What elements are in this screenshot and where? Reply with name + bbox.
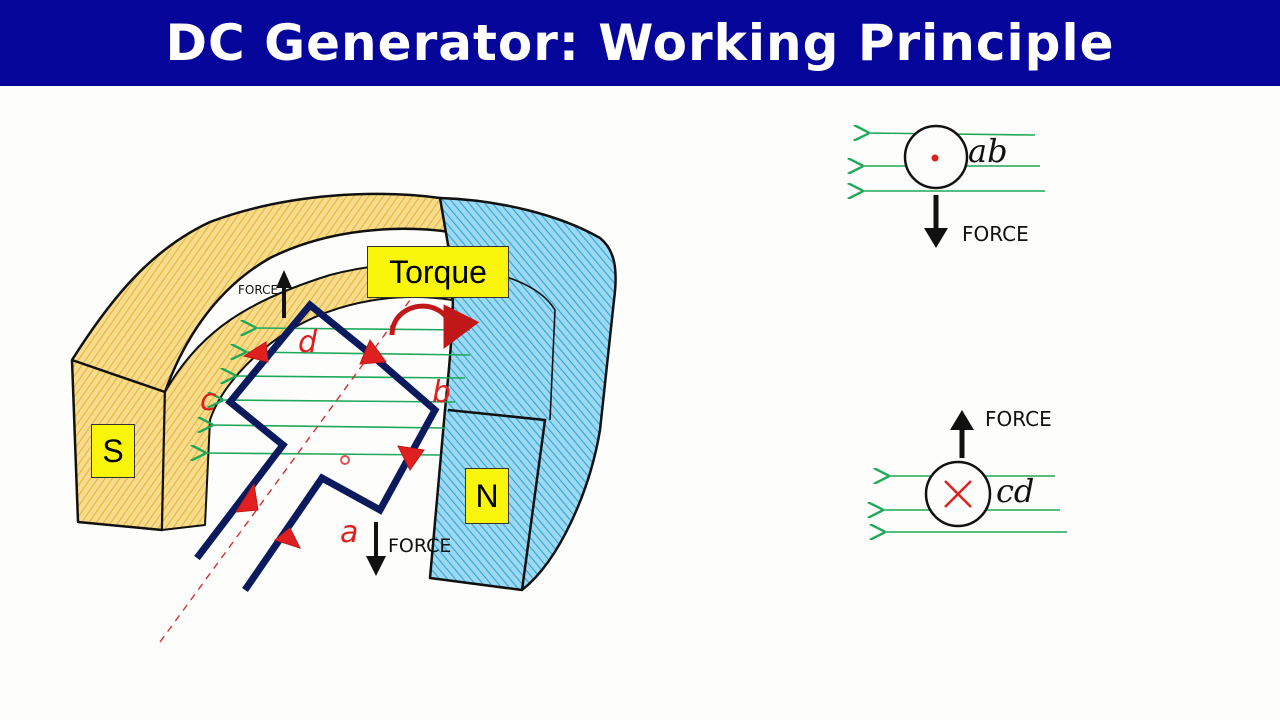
conductor-cd-view — [882, 410, 1067, 532]
conductor-label-ab: ab — [968, 132, 1008, 170]
force-arrow-down-icon — [924, 228, 948, 248]
current-arrow-icon — [359, 338, 387, 365]
force-label-up: FORCE — [238, 283, 278, 297]
field-lines — [205, 328, 471, 455]
force-arrow-up-icon — [950, 410, 974, 430]
title-bar: DC Generator: Working Principle — [0, 0, 1280, 86]
force-arrow-up-icon — [276, 270, 292, 318]
force-label-cd: FORCE — [985, 407, 1052, 431]
current-arrow-icon — [273, 527, 301, 549]
north-pole-label-text: N — [475, 477, 499, 514]
current-arrow-icon — [397, 445, 425, 471]
south-pole-label-text: S — [102, 432, 124, 469]
torque-label-text: Torque — [389, 253, 487, 290]
axis-center-dot — [340, 455, 350, 465]
force-arrow-down-icon — [366, 522, 386, 576]
torque-arrow-icon — [389, 303, 480, 349]
page-title: DC Generator: Working Principle — [165, 14, 1115, 72]
current-in-cross-icon — [944, 480, 972, 508]
current-arrow-icon — [242, 341, 269, 363]
conductor-ab-view — [862, 124, 1045, 248]
torque-label: Torque — [367, 246, 509, 298]
north-pole-label: N — [465, 468, 509, 524]
force-label-ab: FORCE — [962, 222, 1029, 246]
current-out-dot-icon — [931, 154, 939, 162]
south-pole-label: S — [91, 424, 135, 478]
current-arrows — [235, 338, 425, 549]
coil-label-c: c — [200, 383, 217, 418]
force-label-down: FORCE — [388, 535, 451, 557]
coil-label-a: a — [340, 515, 358, 550]
conductor-label-cd: cd — [996, 472, 1034, 510]
current-arrow-icon — [235, 482, 259, 513]
coil-label-b: b — [432, 375, 451, 410]
coil-label-d: d — [298, 325, 318, 360]
